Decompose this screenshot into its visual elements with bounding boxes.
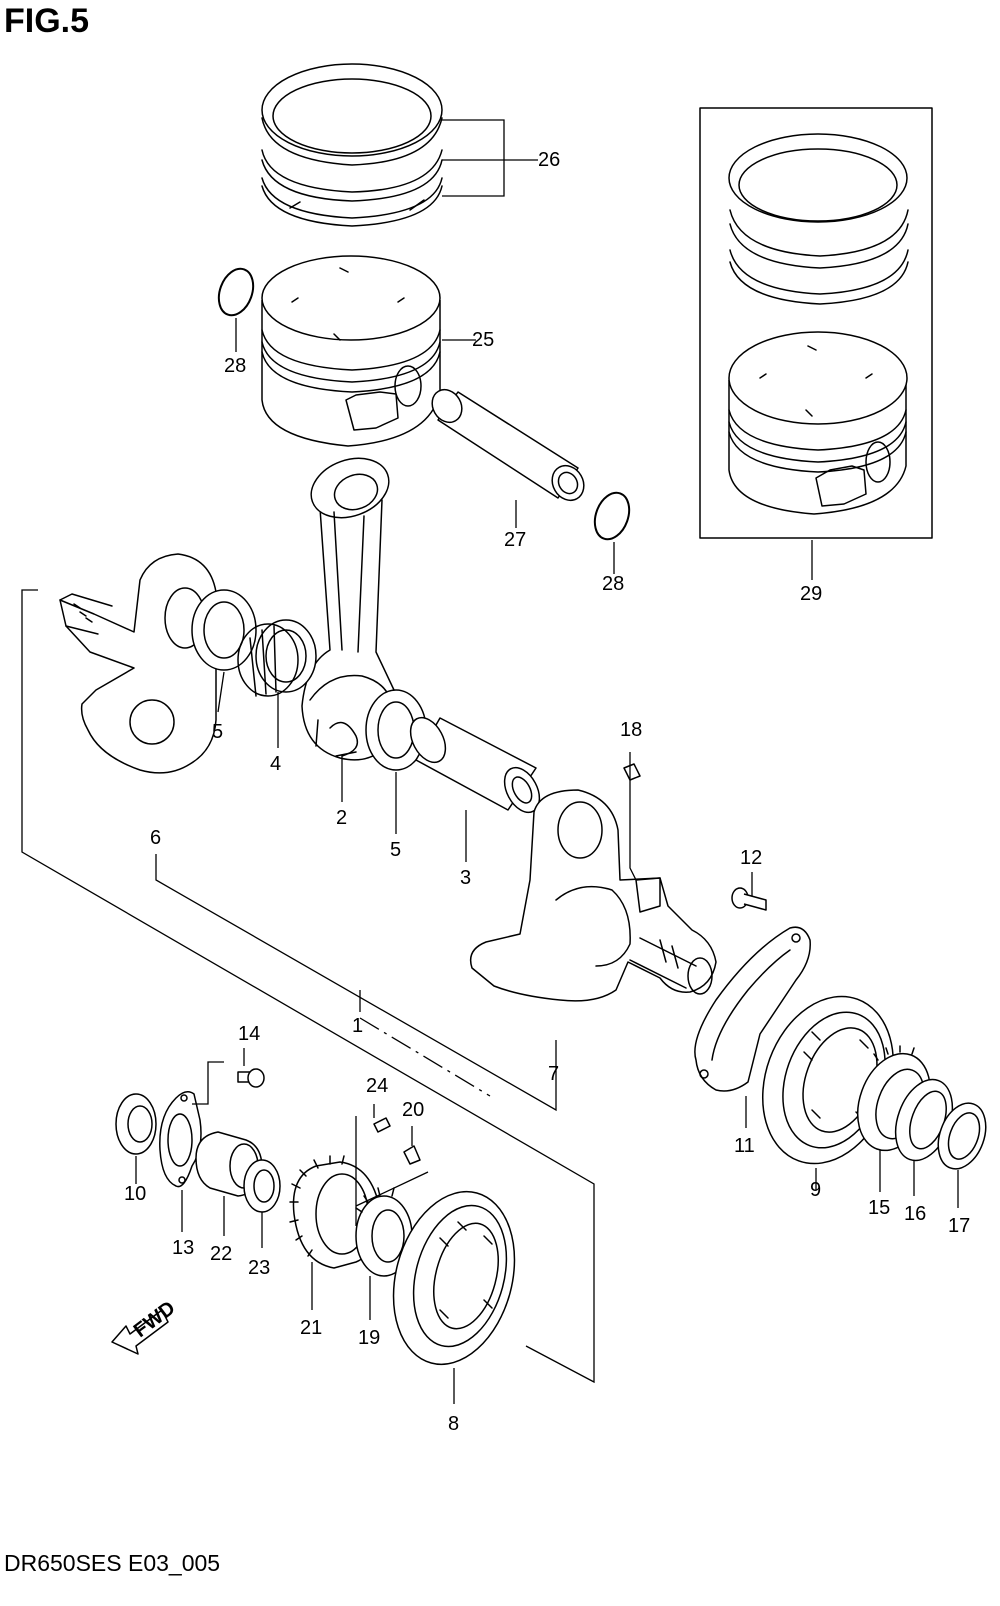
callout-9: 9 xyxy=(810,1179,821,1201)
thrust-washer-part-5-left[interactable] xyxy=(191,589,257,671)
callout-6: 6 xyxy=(150,827,161,849)
callout-20: 20 xyxy=(402,1099,424,1121)
callout-22: 22 xyxy=(210,1243,232,1265)
bearing-retainer-plate-part-11[interactable] xyxy=(694,926,811,1092)
callout-11: 11 xyxy=(734,1135,755,1157)
piston-rings-part-26[interactable] xyxy=(261,63,443,227)
callout-27: 27 xyxy=(504,529,526,551)
figure-title: FIG.5 xyxy=(4,2,90,40)
screw-part-14[interactable] xyxy=(237,1068,265,1088)
callout-5-right: 5 xyxy=(390,839,401,861)
retainer-part-13[interactable] xyxy=(159,1091,202,1188)
piston-set-part-29[interactable] xyxy=(699,107,933,539)
crankshaft-bearing-part-8[interactable] xyxy=(375,1178,533,1378)
callout-28-left: 28 xyxy=(224,355,246,377)
piston-pin-circlip-part-28-right[interactable] xyxy=(589,488,635,544)
callout-2: 2 xyxy=(336,807,347,829)
key-part-20[interactable] xyxy=(403,1145,421,1165)
needle-bearing-part-4[interactable] xyxy=(237,619,317,697)
callout-25: 25 xyxy=(472,329,494,351)
callout-7: 7 xyxy=(548,1063,559,1085)
assembly-bracket-lines xyxy=(21,589,595,1384)
connecting-rod-part-2[interactable] xyxy=(301,448,400,761)
callout-12: 12 xyxy=(740,847,762,869)
callout-1: 1 xyxy=(352,1015,363,1037)
washer-part-23[interactable] xyxy=(243,1159,281,1213)
leader-lines xyxy=(135,119,959,1404)
piston-part-25[interactable] xyxy=(261,255,441,447)
crankshaft-left-part-6[interactable] xyxy=(59,553,217,774)
bolt-part-12[interactable] xyxy=(731,887,767,911)
callout-16: 16 xyxy=(904,1203,926,1225)
callout-21: 21 xyxy=(300,1317,322,1339)
callout-4: 4 xyxy=(270,753,281,775)
piston-pin-circlip-part-28-left[interactable] xyxy=(213,264,259,320)
callout-5-left: 5 xyxy=(212,721,223,743)
callout-3: 3 xyxy=(460,867,471,889)
callout-24: 24 xyxy=(366,1075,388,1097)
callout-17: 17 xyxy=(948,1215,970,1237)
crankshaft-right-part-7[interactable] xyxy=(469,789,717,1002)
callout-26: 26 xyxy=(538,149,560,171)
callout-18: 18 xyxy=(620,719,642,741)
key-part-24[interactable] xyxy=(373,1117,391,1133)
crank-pin-part-3[interactable] xyxy=(403,712,546,818)
callout-8: 8 xyxy=(448,1413,459,1435)
callout-19: 19 xyxy=(358,1327,380,1349)
gear-part-19[interactable] xyxy=(355,1187,413,1277)
callout-28-right: 28 xyxy=(602,573,624,595)
piston-pin-part-27[interactable] xyxy=(426,384,590,506)
oil-seal-part-10[interactable] xyxy=(115,1093,157,1155)
part-callouts: 26 25 28 27 28 29 5 4 2 5 3 6 18 12 1 7 … xyxy=(124,149,970,1435)
callout-14: 14 xyxy=(238,1023,260,1045)
callout-10: 10 xyxy=(124,1183,146,1205)
callout-13: 13 xyxy=(172,1237,194,1259)
callout-15: 15 xyxy=(868,1197,890,1219)
fwd-label: FWD xyxy=(130,1297,180,1342)
callout-23: 23 xyxy=(248,1257,270,1279)
callout-29: 29 xyxy=(800,583,822,605)
diagram-code: DR650SES E03_005 xyxy=(4,1550,221,1576)
forward-direction-arrow: FWD xyxy=(111,1297,180,1355)
nut-part-17[interactable] xyxy=(930,1097,995,1176)
key-part-18[interactable] xyxy=(623,763,641,781)
